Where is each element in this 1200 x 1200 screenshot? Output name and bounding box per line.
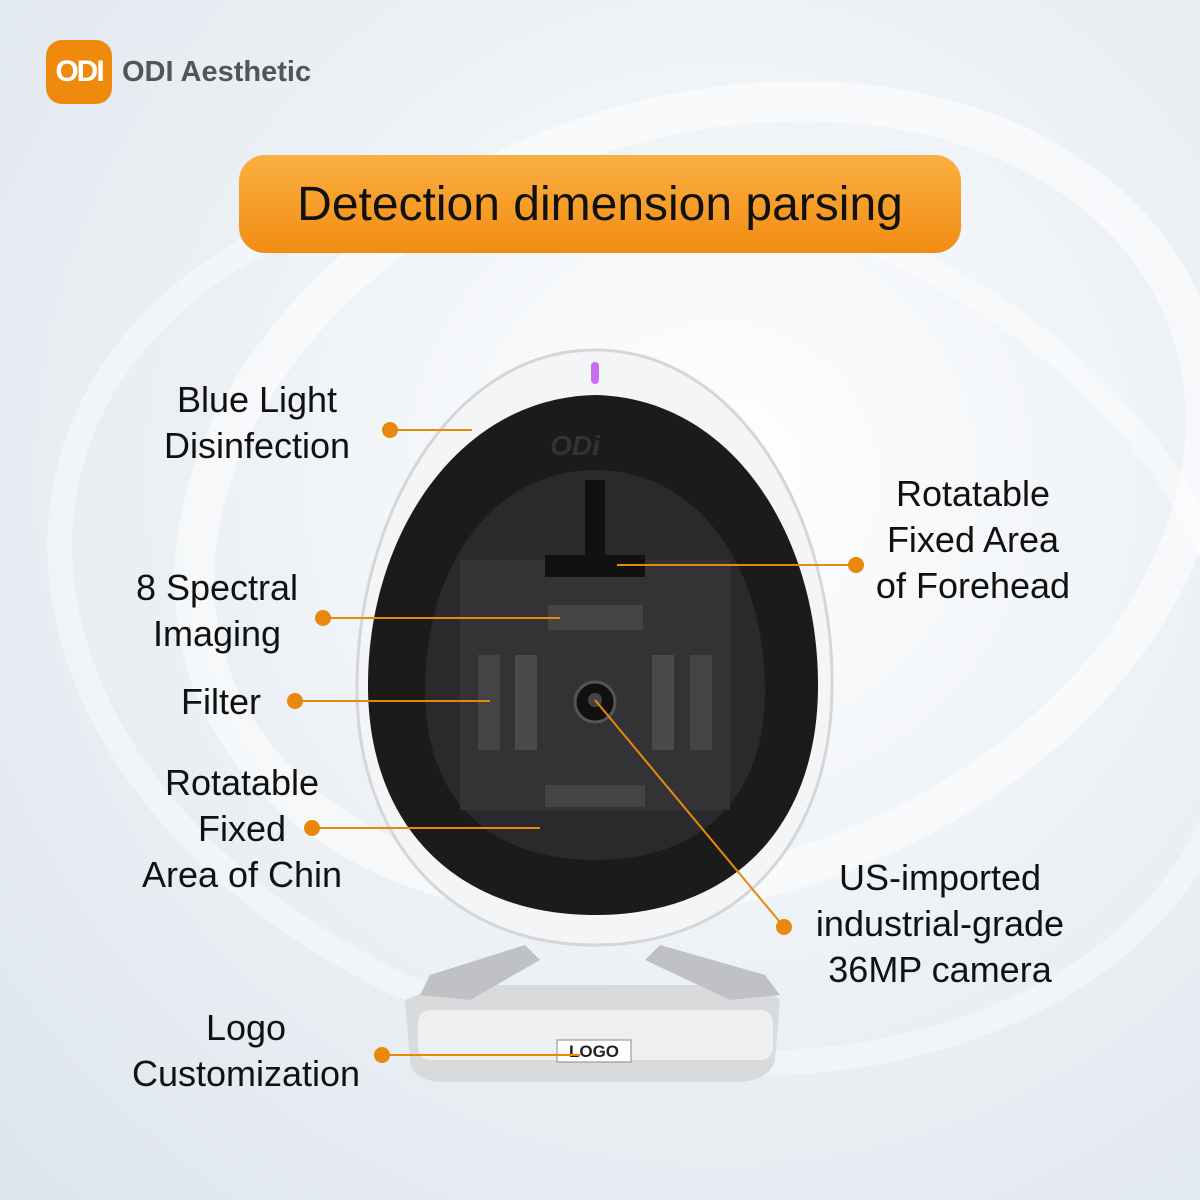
callout-leaders [287, 422, 864, 1063]
filter-panel [478, 655, 500, 750]
chin-rest [545, 785, 645, 807]
callout-line: Area of Chin [141, 854, 343, 895]
callout-line: Logo [205, 1007, 287, 1048]
callout-camera: US-imported industrial-grade 36MP camera [816, 855, 1064, 993]
callout-line: Rotatable [164, 762, 320, 803]
status-light [591, 362, 599, 384]
callout-line: Rotatable [895, 473, 1051, 514]
brand-name: ODI Aesthetic [122, 55, 312, 88]
callout-line: Disinfection [163, 425, 351, 466]
callout-line: 8 Spectral [135, 567, 299, 608]
device-stand [405, 945, 780, 1082]
callout-line: of Forehead [875, 565, 1071, 606]
callout-line: industrial-grade [815, 903, 1065, 944]
callout-line: Customization [131, 1053, 361, 1094]
callout-line: 36MP camera [828, 949, 1052, 990]
forehead-rest [545, 555, 645, 577]
callout-filter: Filter [181, 679, 261, 725]
callout-line: Imaging [152, 613, 282, 654]
callout-line: US-imported [838, 857, 1042, 898]
callout-line: Fixed Area [886, 519, 1060, 560]
logo-plate-text: LOGO [569, 1042, 619, 1061]
callout-line: Filter [181, 681, 261, 722]
brand-logo: ODI ODI Aesthetic [46, 40, 311, 104]
callout-line: Blue Light [176, 379, 338, 420]
callout-line: Fixed [197, 808, 287, 849]
logo-plate [556, 1039, 632, 1063]
page-title: Detection dimension parsing [239, 155, 961, 253]
brand-badge: ODI [46, 40, 112, 104]
device-engraving: ODi [550, 430, 601, 461]
